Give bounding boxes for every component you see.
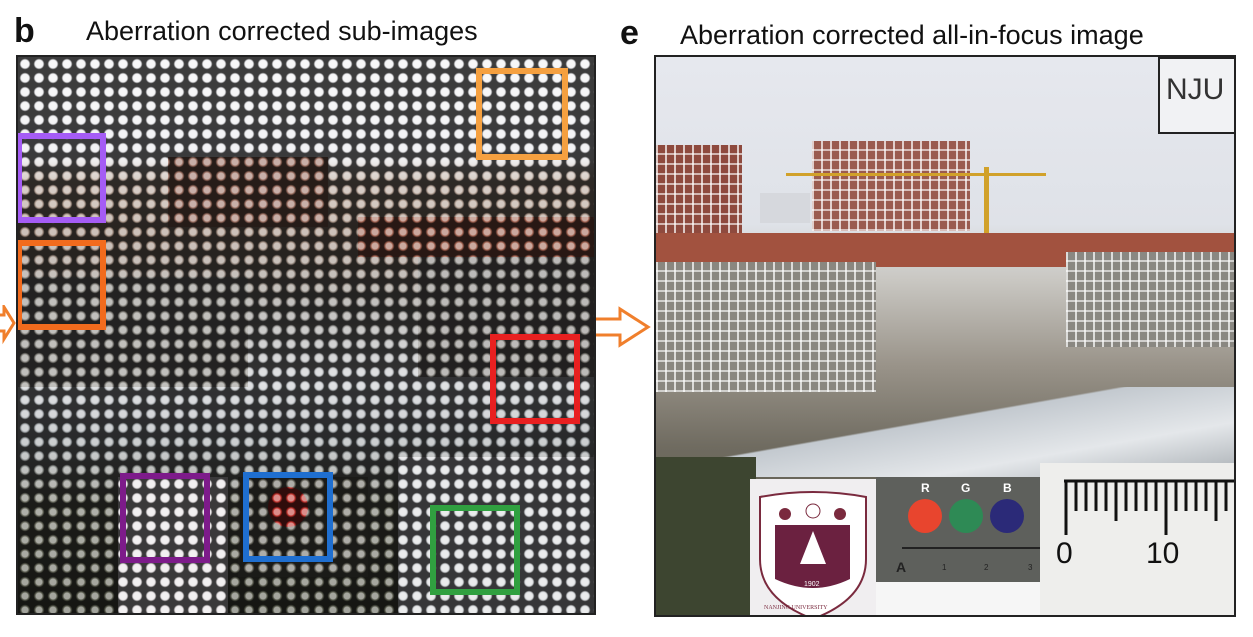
rgb-label-r: R: [921, 481, 930, 495]
green-circle: [949, 499, 983, 533]
red-circle: [908, 499, 942, 533]
panel-letter-b: b: [14, 12, 35, 50]
highlight-box-orange: [18, 240, 106, 330]
highlight-box-red: [490, 334, 580, 424]
sub-images-photo: [16, 55, 596, 615]
blue-circle: [990, 499, 1024, 533]
panel-title-left: Aberration corrected sub-images: [86, 16, 478, 46]
ruler-label-10: 10: [1146, 537, 1180, 570]
nju-corner-label: NJU: [1166, 73, 1225, 106]
highlight-box-blue: [243, 472, 333, 562]
highlight-box-green: [430, 505, 520, 595]
highlight-box-dark-purple: [120, 473, 210, 563]
card-label-1: 1: [942, 563, 947, 572]
rgb-label-b: B: [1003, 481, 1012, 495]
emblem-text: NANJING UNIVERSITY: [764, 605, 828, 611]
panel-letter-e: e: [620, 14, 639, 52]
ruler-label-0: 0: [1056, 537, 1073, 570]
university-emblem: 1902 NANJING UNIVERSITY: [750, 479, 876, 615]
card-label-3: 3: [1028, 563, 1033, 572]
rgb-label-g: G: [961, 481, 971, 495]
highlight-box-light-orange: [476, 68, 568, 160]
card-label-a: A: [896, 559, 907, 575]
incoming-arrow-icon: [0, 305, 16, 345]
rgb-color-card: R G B A 1 2 3: [876, 477, 1040, 582]
emblem-year: 1902: [804, 581, 820, 588]
highlight-box-purple: [18, 133, 106, 223]
card-label-2: 2: [984, 563, 989, 572]
ruler: 0 10: [1040, 463, 1234, 615]
all-in-focus-photo: NJU 1902 NANJING UNIVERSITY R G B A 1 2 …: [654, 55, 1236, 617]
panel-title-right: Aberration corrected all-in-focus image: [680, 20, 1144, 50]
